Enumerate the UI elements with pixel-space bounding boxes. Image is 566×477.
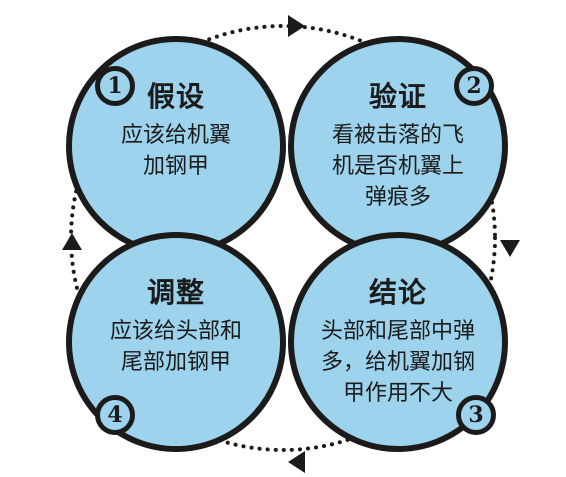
step-2-body-line: 看被击落的飞 bbox=[331, 123, 464, 148]
step-1-body: 应该给机翼 加钢甲 bbox=[101, 120, 251, 182]
step-1-bubble: 假设 应该给机翼 加钢甲 bbox=[66, 36, 286, 256]
step-1-body-line: 加钢甲 bbox=[142, 154, 209, 179]
step-2-title: 验证 bbox=[368, 80, 427, 113]
arrow-right-icon bbox=[500, 240, 520, 257]
step-2-body-line: 机是否机翼上 bbox=[331, 154, 464, 179]
step-1-number-badge: 1 bbox=[95, 66, 135, 106]
step-1-title: 假设 bbox=[146, 80, 205, 113]
step-3-body-line: 甲作用不大 bbox=[342, 381, 453, 406]
step-3-number-badge: 3 bbox=[456, 395, 496, 435]
step-4-title: 调整 bbox=[146, 276, 205, 309]
step-4-number-badge: 4 bbox=[95, 395, 135, 435]
step-3-title: 结论 bbox=[368, 276, 427, 309]
arrow-left-icon bbox=[62, 233, 82, 250]
step-4-body: 应该给头部和 尾部加钢甲 bbox=[90, 316, 262, 378]
step-4-body-line: 尾部加钢甲 bbox=[120, 350, 231, 375]
step-3-body-line: 头部和尾部中弹 bbox=[320, 319, 475, 344]
step-4-bubble: 调整 应该给头部和 尾部加钢甲 bbox=[66, 232, 286, 452]
step-2-bubble: 验证 看被击落的飞 机是否机翼上 弹痕多 bbox=[288, 36, 508, 256]
arrow-top-icon bbox=[288, 15, 305, 37]
arrow-bottom-icon bbox=[288, 451, 305, 473]
step-1-body-line: 应该给机翼 bbox=[120, 123, 231, 148]
step-4-body-line: 应该给头部和 bbox=[109, 319, 242, 344]
step-3-body-line: 多，给机翼加钢 bbox=[320, 350, 475, 375]
step-2-body: 看被击落的飞 机是否机翼上 弹痕多 bbox=[312, 120, 484, 213]
step-2-body-line: 弹痕多 bbox=[364, 185, 431, 210]
step-3-body: 头部和尾部中弹 多，给机翼加钢 甲作用不大 bbox=[301, 316, 495, 409]
step-2-number-badge: 2 bbox=[454, 66, 494, 106]
